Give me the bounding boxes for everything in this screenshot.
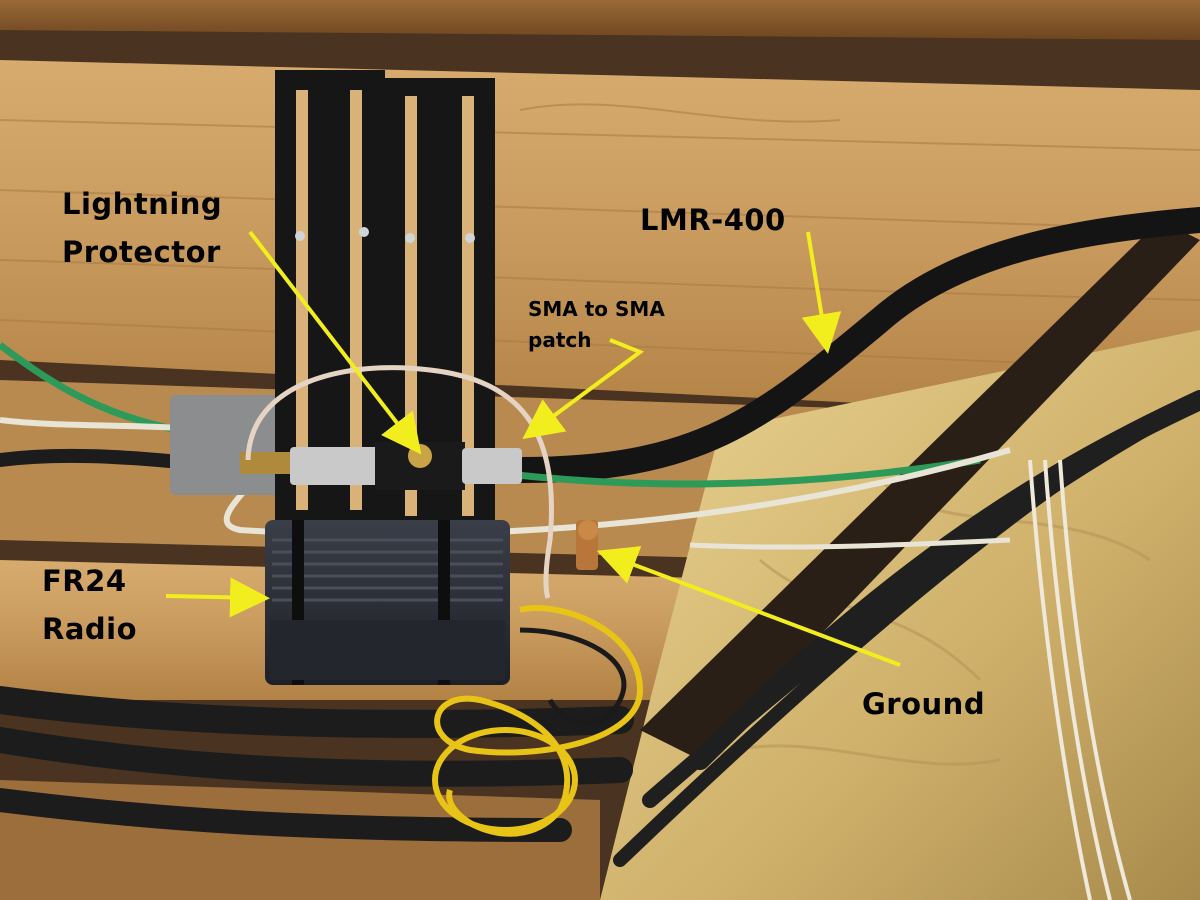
cable-bundle-right [613,390,1200,867]
white-cables-right [1028,459,1132,900]
white-wire [0,417,1011,538]
callout-ground: Ground [862,687,986,721]
white-wire-right [689,537,1011,550]
black-coil-cable [519,627,627,726]
ground-lug [576,520,598,570]
fr24-radio-unit [265,520,510,685]
top-rafter [0,0,1200,40]
callout-lmr400: LMR-400 [640,203,786,237]
callout-lightning-protector: Lightning Protector [62,187,223,269]
callout-fr24-radio: FR24 Radio [42,564,138,646]
cable-bundle-left [0,448,634,842]
junction-box [170,395,290,495]
yellow-coil-cable [432,605,644,837]
lmr400-cable [507,207,1200,483]
callout-sma-patch: SMA to SMA patch [528,297,665,352]
